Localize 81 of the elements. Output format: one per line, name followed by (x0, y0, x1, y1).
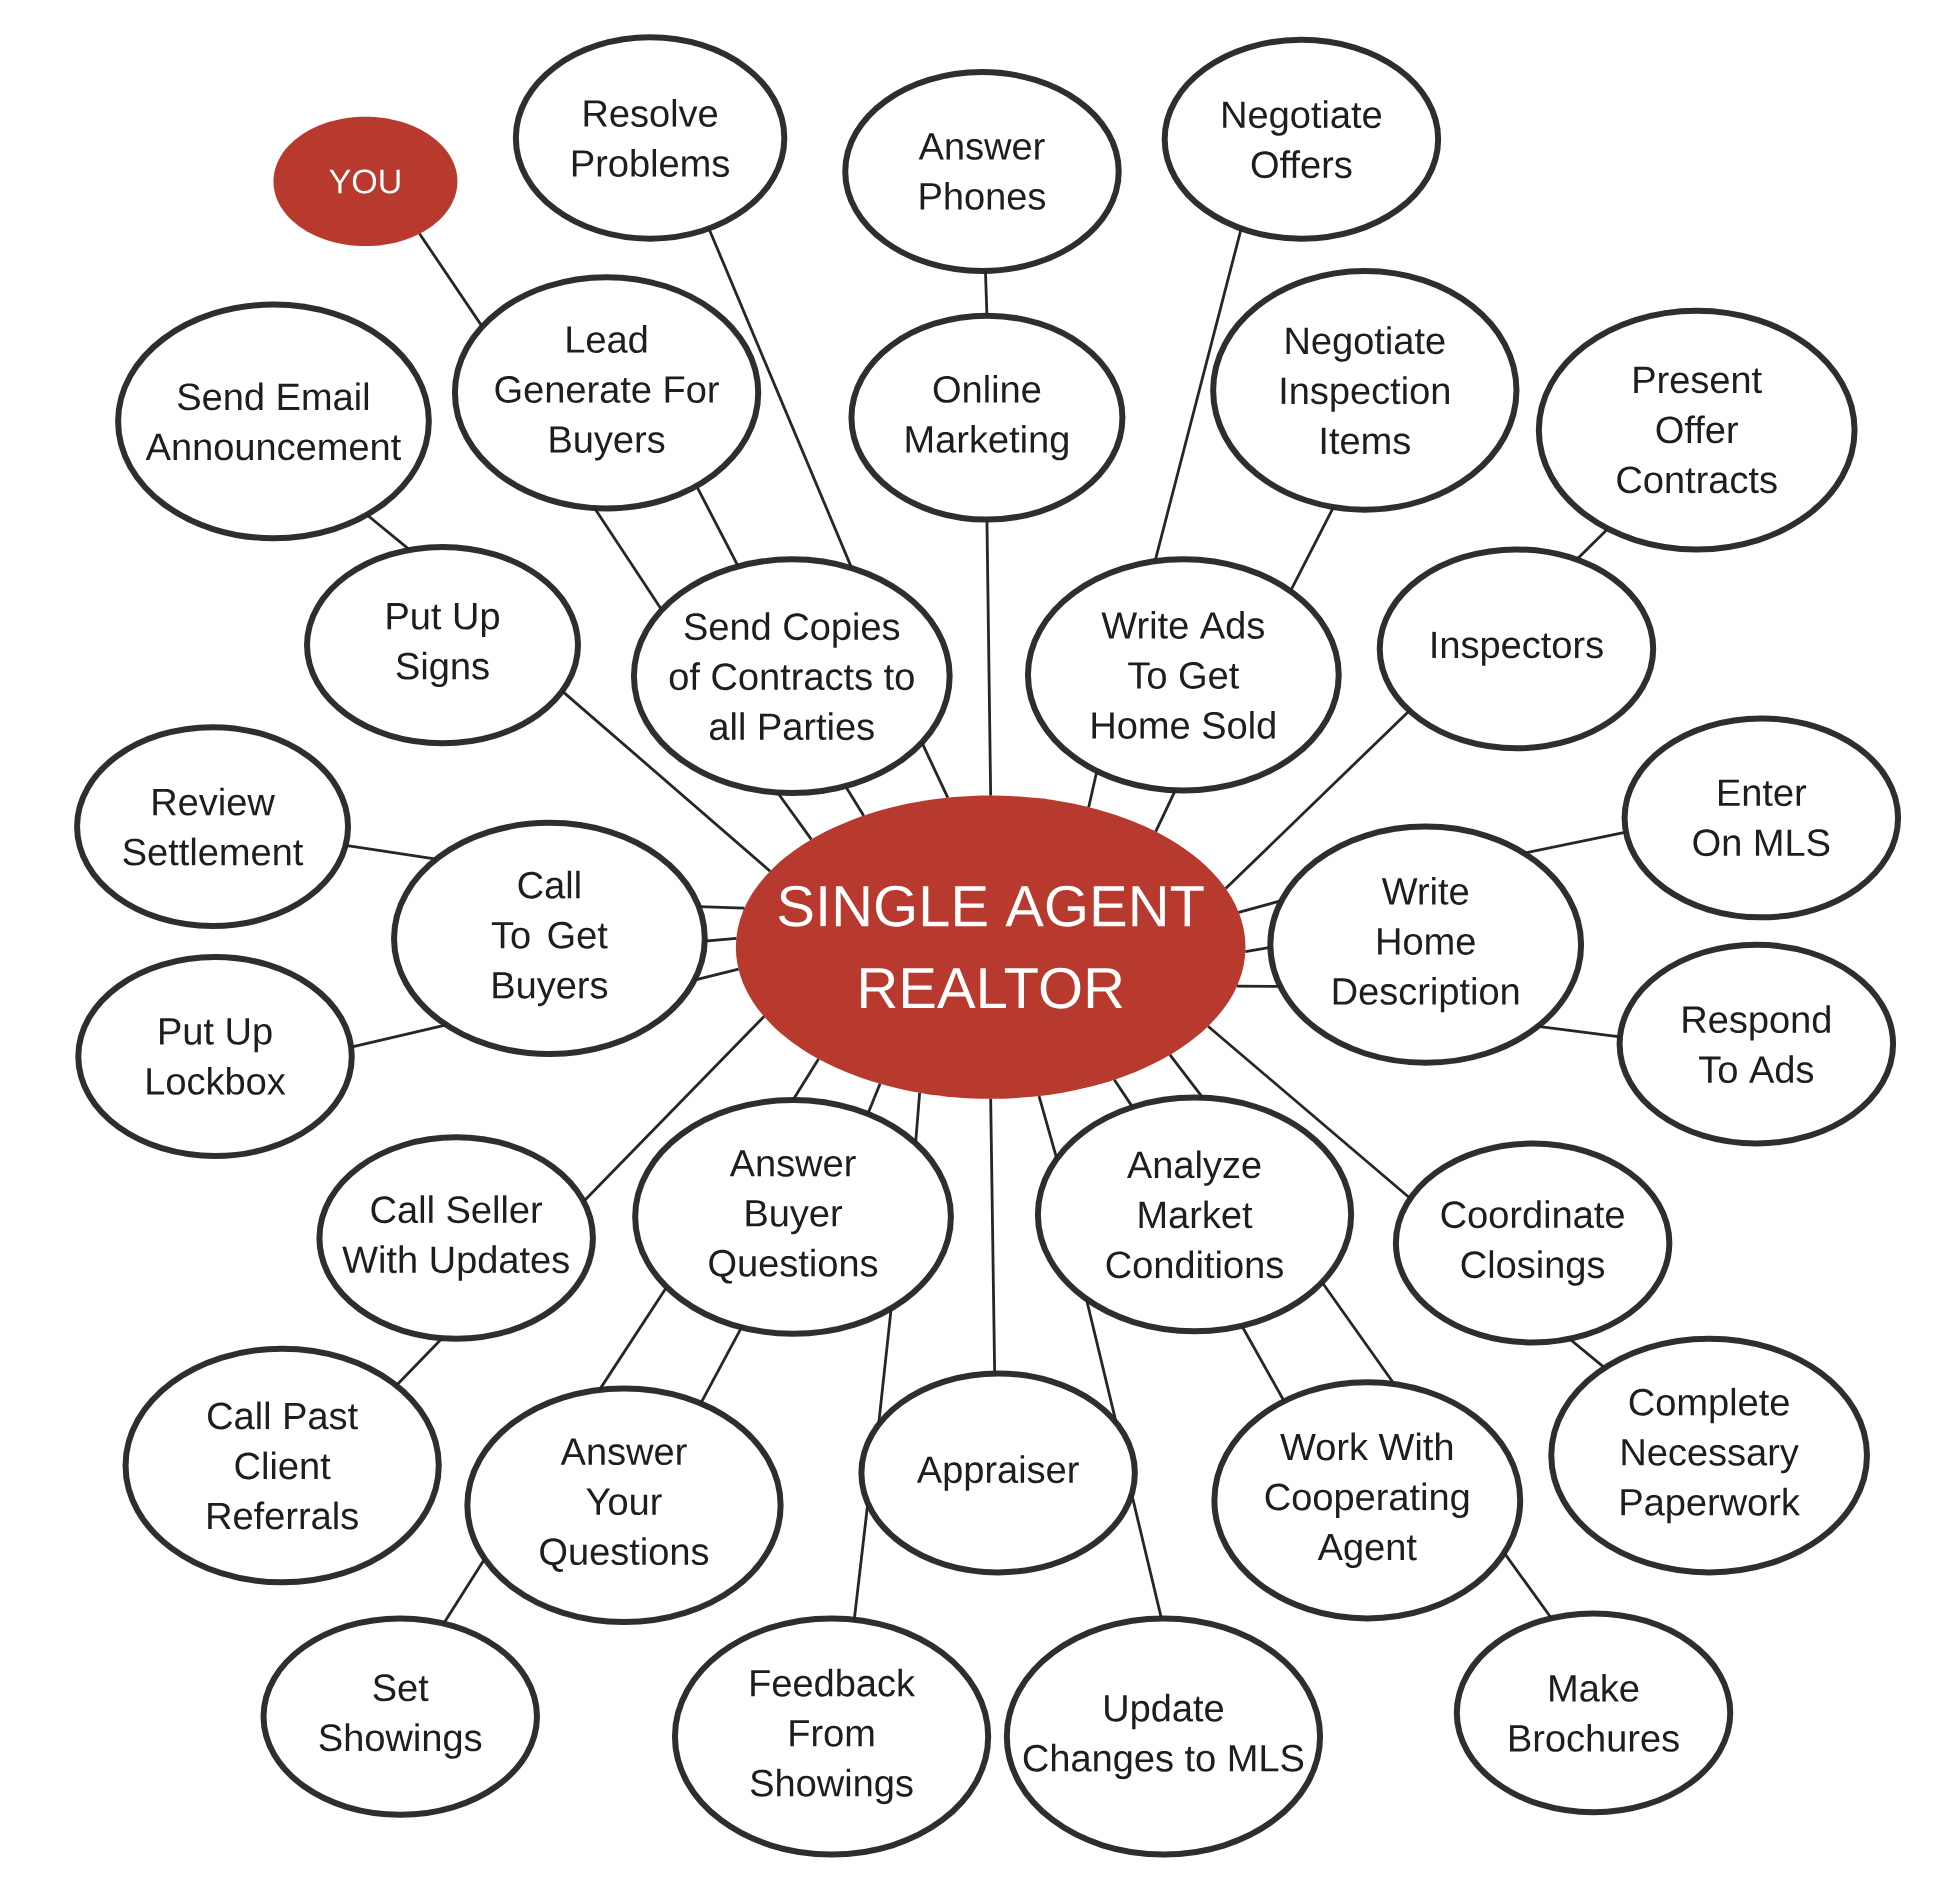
oval-node: Analyze Market Conditions (1034, 1094, 1355, 1335)
connector-line (1236, 985, 1281, 988)
oval-node: Feedback From Showings (671, 1615, 992, 1858)
oval-node: Negotiate Inspection Items (1210, 268, 1520, 513)
connector-line (1245, 946, 1271, 954)
oval-node: Make Brochures (1453, 1610, 1734, 1816)
oval-node: Resolve Problems (512, 34, 788, 242)
oval-node: Call Seller With Updates (316, 1134, 596, 1342)
connector-line (1240, 1325, 1286, 1403)
connector-line (914, 1092, 922, 1144)
connector-line (561, 690, 772, 873)
connector-line (984, 271, 989, 316)
filled-oval: YOU (273, 117, 458, 247)
connector-line (1085, 1298, 1118, 1424)
connector-line (1037, 1095, 1059, 1160)
connector-line (1207, 1025, 1412, 1200)
oval-node: Negotiate Offers (1161, 37, 1442, 242)
oval-node: Inspectors (1376, 546, 1657, 752)
connector-line (1503, 1552, 1553, 1620)
connector-line (418, 233, 484, 328)
connector-line (593, 507, 663, 611)
oval-node: Answer Phones (842, 69, 1122, 275)
connector-line (920, 742, 950, 799)
oval-node: Complete Necessary Paperwork (1548, 1335, 1870, 1576)
connector-line (776, 791, 813, 841)
connector-line (1320, 1281, 1396, 1386)
oval-node: Answer Your Questions (464, 1385, 784, 1626)
connector-line (1568, 1337, 1606, 1370)
central-oval: SINGLE AGENT REALTOR (735, 795, 1246, 1100)
connector-line (1130, 1494, 1163, 1619)
oval-node: Answer Buyer Questions (632, 1097, 954, 1337)
connector-line (582, 1015, 766, 1203)
connector-line (844, 785, 865, 817)
oval-node: Write Home Description (1267, 823, 1585, 1066)
connector-line (791, 1058, 820, 1102)
connector-line (1154, 790, 1177, 833)
oval-node: Call To Get Buyers (391, 820, 708, 1058)
connector-line (1153, 228, 1243, 562)
connector-line (694, 968, 739, 982)
connector-line (698, 905, 745, 910)
connector-line (699, 1326, 743, 1405)
connector-line (442, 1558, 486, 1625)
oval-node: Lead Generate For Buyers (451, 274, 762, 512)
oval-node: Put Up Signs (304, 544, 581, 747)
oval-node: Update Changes to MLS (1003, 1615, 1324, 1858)
connector-line (695, 485, 740, 568)
connector-line (704, 937, 737, 943)
connector-line (1238, 899, 1282, 914)
oval-node: Coordinate Closings (1392, 1140, 1673, 1346)
oval-node: Set Showings (260, 1615, 540, 1818)
connector-line (1523, 830, 1627, 855)
connector-line (707, 228, 853, 569)
connector-line (598, 1286, 668, 1391)
connector-line (1087, 770, 1099, 808)
connector-line (1289, 506, 1335, 593)
oval-node: Send Copies of Contracts to all Parties (630, 556, 953, 797)
oval-node: Review Settlement (74, 724, 352, 930)
connector-line (365, 513, 411, 552)
oval-node: Enter On MLS (1621, 715, 1902, 921)
oval-node: Online Marketing (848, 312, 1126, 523)
connector-line (877, 1308, 893, 1426)
connector-line (989, 1099, 997, 1374)
oval-node: Call Past Client Referrals (122, 1345, 442, 1586)
connector-line (345, 844, 437, 861)
connector-line (1537, 1025, 1621, 1039)
connector-line (395, 1337, 444, 1387)
oval-node: Respond To Ads (1616, 941, 1897, 1147)
connector-line (1224, 709, 1411, 890)
oval-node: Write Ads To Get Home Sold (1024, 556, 1342, 794)
connector-line (1168, 1054, 1204, 1099)
connector-line (866, 1083, 882, 1115)
connector-line (1113, 1079, 1134, 1109)
oval-node: Present Offer Contracts (1535, 308, 1858, 553)
oval-node: Work With Cooperating Agent (1211, 1379, 1524, 1622)
connector-line (985, 519, 993, 796)
connector-line (852, 1503, 870, 1620)
oval-node: Send Email Announcement (115, 301, 432, 542)
oval-node: Appraiser (858, 1370, 1138, 1576)
connector-line (350, 1023, 447, 1049)
connector-line (1575, 527, 1609, 561)
oval-node: Put Up Lockbox (75, 954, 355, 1160)
